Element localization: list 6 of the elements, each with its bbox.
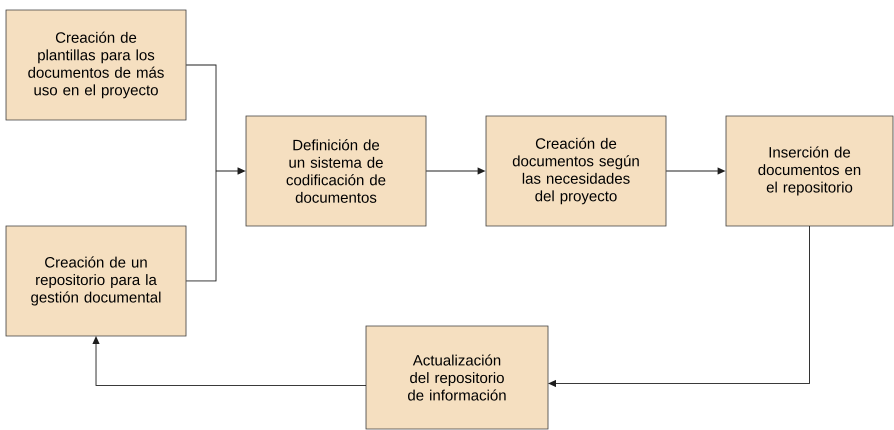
process-box: Creación de plantillas para los documentos de más uso en el proyecto — [6, 10, 186, 120]
process-box: Definición de un sistema de codificación de documentos — [246, 116, 426, 226]
process-box: Creación de un repositorio para la gestión documental — [6, 226, 186, 336]
process-box: Creación de documentos según las necesidades del proyecto — [486, 116, 666, 226]
process-box: Actualización del repositorio de información — [366, 326, 548, 430]
process-box: Inserción de documentos en el repositorio — [726, 116, 894, 226]
